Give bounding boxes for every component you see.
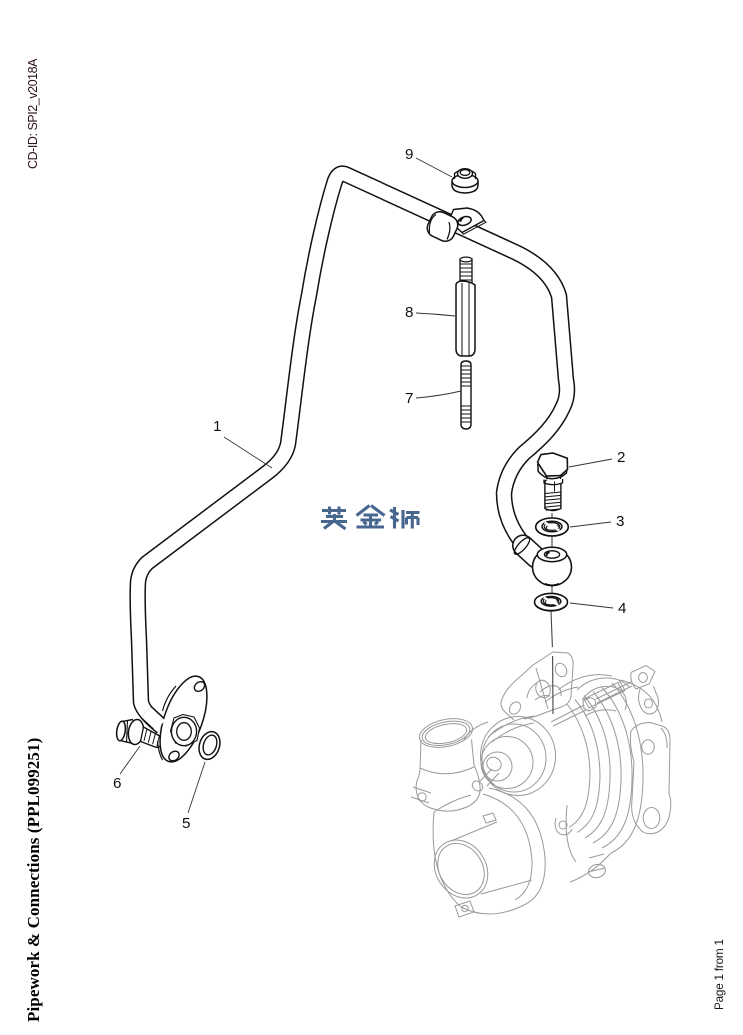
svg-text:5: 5 xyxy=(182,815,190,832)
svg-text:6: 6 xyxy=(113,775,121,792)
svg-text:1: 1 xyxy=(213,418,221,435)
svg-text:3: 3 xyxy=(616,513,624,530)
svg-text:8: 8 xyxy=(405,304,413,321)
svg-text:7: 7 xyxy=(405,390,413,407)
svg-text:2: 2 xyxy=(617,449,625,466)
svg-text:4: 4 xyxy=(618,600,626,617)
svg-text:9: 9 xyxy=(405,146,413,163)
